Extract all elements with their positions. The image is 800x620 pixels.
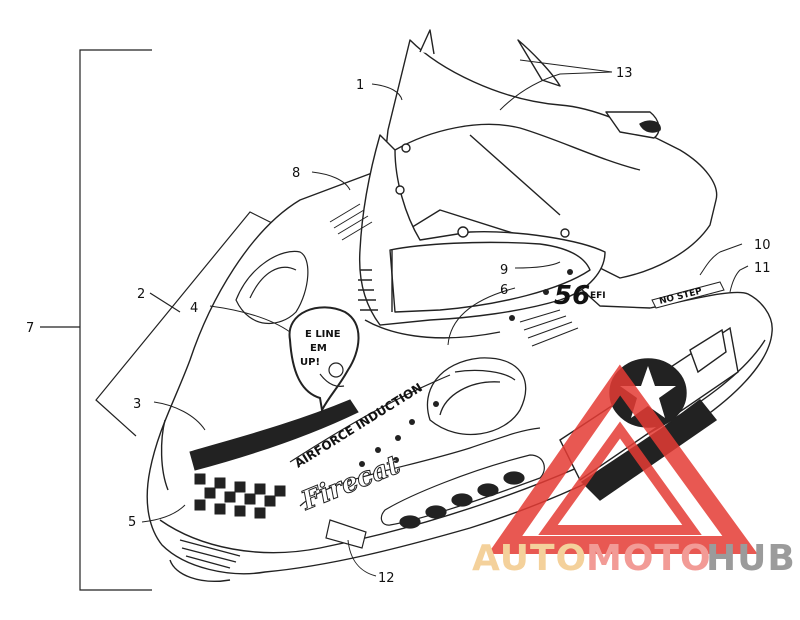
watermark-logo: AUTO MOTO HUB — [472, 364, 796, 579]
windshield — [374, 29, 718, 279]
callout-13: 13 — [616, 66, 633, 81]
group-bracket-2 — [95, 211, 283, 437]
callouts: 1 2 3 4 5 6 7 8 9 10 11 12 13 — [26, 66, 771, 586]
callout-2: 2 — [137, 287, 145, 302]
efi-suffix-text: EFI — [590, 291, 606, 301]
bullet-hole-decals — [359, 269, 573, 467]
side-vent-right — [519, 309, 579, 347]
star-bars-decal — [559, 326, 739, 501]
hood-scoop — [426, 357, 527, 436]
watermark-part3: HUB — [706, 538, 796, 579]
vent-holes — [325, 454, 545, 549]
watermark-inner-triangle — [538, 421, 702, 535]
watermark-part2: MOTO — [586, 538, 712, 579]
callout-10: 10 — [754, 238, 771, 253]
callout-1: 1 — [356, 78, 364, 93]
leader-lines — [141, 59, 749, 577]
badge-line2-text: EM — [310, 343, 327, 354]
callout-4: 4 — [190, 301, 198, 316]
left-intake — [235, 250, 309, 324]
watermark-triangle — [487, 364, 758, 554]
checkered-stripe — [189, 399, 359, 519]
callout-11: 11 — [754, 261, 771, 276]
badge-line1-text: E LINE — [305, 329, 341, 340]
side-vent-left — [329, 203, 373, 241]
callout-12: 12 — [378, 571, 395, 586]
badge-line3-text: UP! — [300, 357, 320, 368]
callout-9: 9 — [500, 263, 508, 278]
callout-3: 3 — [133, 397, 141, 412]
watermark-part1: AUTO — [472, 538, 587, 579]
callout-6: 6 — [500, 283, 508, 298]
callout-7: 7 — [26, 321, 34, 336]
group-bracket-7 — [40, 49, 152, 591]
efi-56-decal: 56 EFI — [554, 281, 606, 311]
instrument-cowl — [358, 134, 606, 339]
callout-5: 5 — [128, 515, 136, 530]
eline-badge-decal: E LINE EM UP! — [288, 306, 360, 414]
callout-8: 8 — [292, 166, 300, 181]
efi-number-text: 56 — [554, 281, 590, 311]
